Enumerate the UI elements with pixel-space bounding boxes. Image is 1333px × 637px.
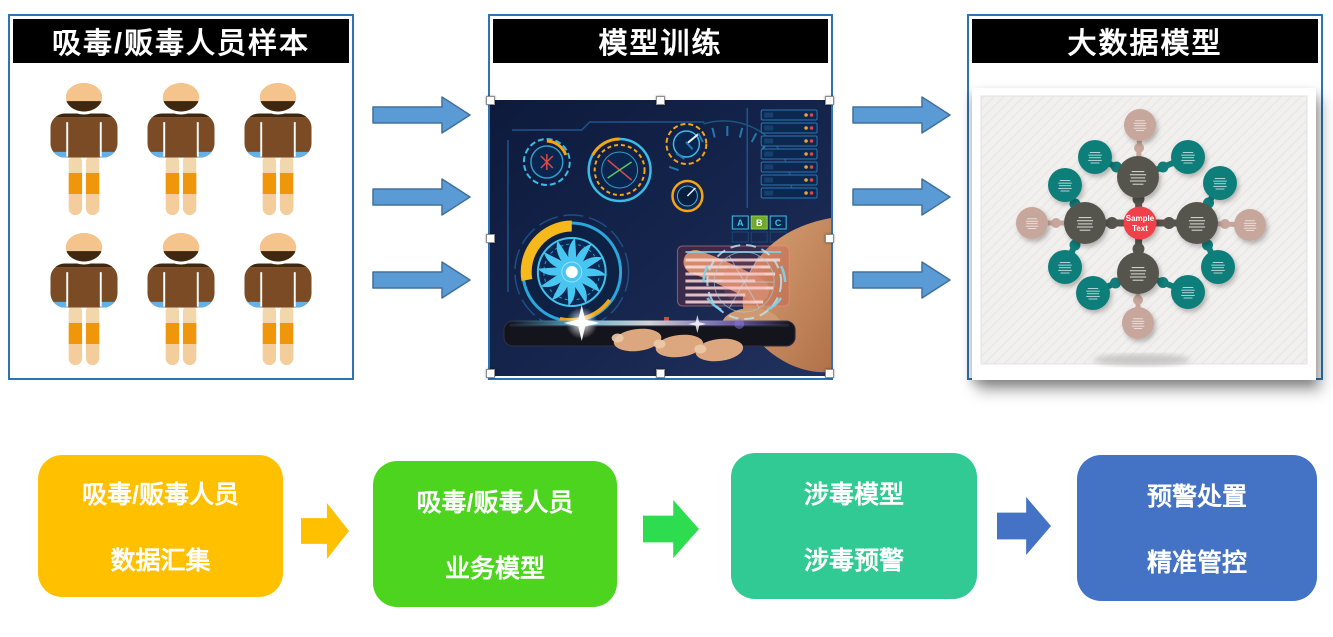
panel-sample-header: 吸毒/贩毒人员样本: [13, 19, 349, 63]
hud-abc-selector: A B C: [731, 215, 787, 243]
flow-step-line2: 业务模型: [444, 555, 545, 583]
flow-step-line2: 精准管控: [1146, 549, 1247, 577]
hud-server-stack: [760, 109, 818, 199]
hud-gauges: [522, 123, 708, 213]
flow-step-drug-warning[interactable]: 涉毒模型 涉毒预警: [731, 453, 977, 599]
flow-step-precise-control[interactable]: 预警处置 精准管控: [1077, 455, 1317, 601]
training-photo[interactable]: A B C: [486, 96, 834, 378]
right-arrow-icon[interactable]: [852, 176, 952, 218]
panel-training[interactable]: 模型训练: [486, 14, 834, 380]
fingers: [611, 328, 744, 362]
flow-step-line1: 预警处置: [1146, 483, 1247, 511]
selection-handle[interactable]: [825, 234, 834, 243]
diagram-center-label-line1: Sample: [1126, 214, 1155, 223]
panel-bigdata[interactable]: 大数据模型: [967, 14, 1323, 380]
hud-letter-c: C: [775, 218, 782, 228]
flow-step-line1: 吸毒/贩毒人员: [82, 481, 239, 509]
person-icon: [135, 80, 227, 218]
flow-step-line1: 吸毒/贩毒人员: [416, 489, 574, 517]
person-grid: [10, 78, 352, 376]
person-icon: [135, 230, 227, 368]
selection-handle[interactable]: [825, 369, 834, 378]
selection-handle[interactable]: [486, 369, 495, 378]
selection-handle[interactable]: [486, 96, 495, 105]
flow-step-line1: 涉毒模型: [803, 481, 904, 509]
person-icon: [38, 80, 130, 218]
hud-letter-a: A: [737, 218, 744, 228]
flow-step-line2: 涉毒预警: [803, 547, 904, 575]
selection-handle[interactable]: [656, 369, 665, 378]
holo-list: [676, 245, 790, 307]
panel-sample[interactable]: 吸毒/贩毒人员样本: [8, 14, 354, 380]
hud-turbine-gauge: [514, 214, 630, 330]
bigdata-photo[interactable]: Sample Text: [972, 88, 1316, 380]
right-arrow-icon[interactable]: [372, 176, 472, 218]
lens-flare: [507, 305, 792, 341]
panel-sample-title: 吸毒/贩毒人员样本: [51, 28, 311, 60]
flow-arrow-icon[interactable]: [997, 497, 1051, 555]
flow-arrow-icon[interactable]: [643, 500, 699, 558]
right-arrow-icon[interactable]: [852, 259, 952, 301]
holo-dial: [702, 244, 787, 320]
person-icon: [232, 230, 324, 368]
right-arrow-icon[interactable]: [852, 94, 952, 136]
panel-training-title: 模型训练: [598, 28, 723, 60]
right-arrow-icon[interactable]: [372, 94, 472, 136]
panel-training-header: 模型训练: [493, 19, 828, 63]
network-diagram: Sample Text: [972, 88, 1316, 380]
right-arrow-icon[interactable]: [372, 259, 472, 301]
flow-arrow-icon[interactable]: [301, 503, 349, 559]
panel-bigdata-title: 大数据模型: [1067, 28, 1223, 60]
selection-handle[interactable]: [825, 96, 834, 105]
diagram-center-label-line2: Text: [1132, 224, 1148, 233]
flow-step-business-model[interactable]: 吸毒/贩毒人员 业务模型: [373, 461, 617, 607]
person-icon: [232, 80, 324, 218]
selection-handle[interactable]: [486, 234, 495, 243]
flow-step-line2: 数据汇集: [110, 547, 211, 575]
flow-step-data-collection[interactable]: 吸毒/贩毒人员 数据汇集: [38, 455, 283, 597]
selection-handle[interactable]: [656, 96, 665, 105]
hud-hand-photo: A B C: [490, 100, 831, 376]
panel-bigdata-header: 大数据模型: [972, 19, 1318, 63]
hud-letter-b: B: [756, 218, 763, 228]
person-icon: [38, 230, 130, 368]
